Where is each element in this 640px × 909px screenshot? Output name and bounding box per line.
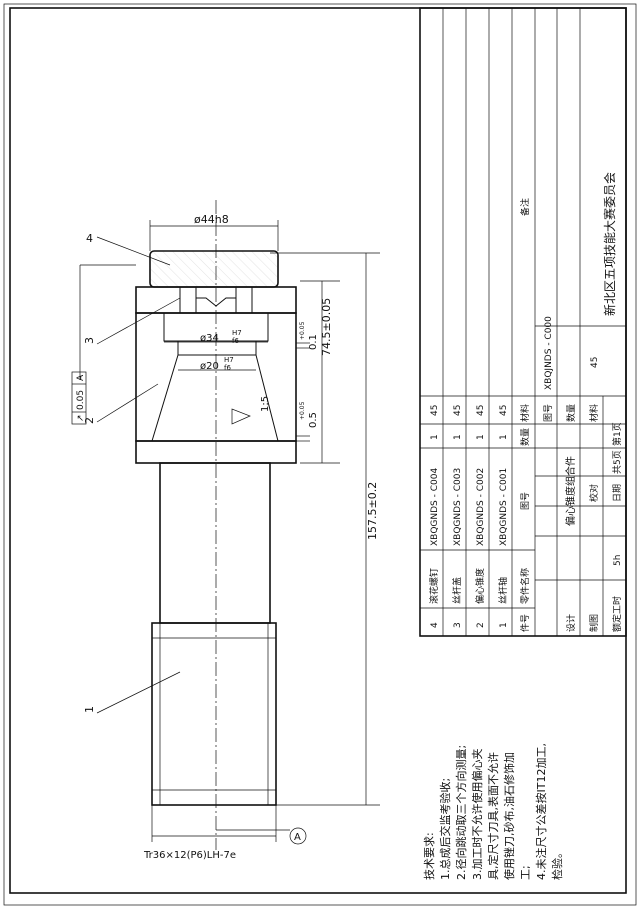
part2-body (135, 312, 297, 442)
dim-taper: 1:5 (260, 396, 271, 412)
dim-len-total: 157.5±0.2 (366, 482, 379, 540)
part4-no: 4 (430, 622, 440, 628)
part-drawing (79, 200, 380, 850)
drawing-no: XBQJNDS - C000 (544, 316, 554, 390)
tol-symbol: ↗ (76, 414, 86, 422)
part2-qty: 1 (476, 434, 486, 440)
balloon-4: 4 (86, 232, 93, 245)
note-line-8: 检验。 (550, 847, 564, 880)
balloon-1: 1 (83, 706, 96, 713)
qty-label: 数量 (565, 404, 577, 422)
part1-qty: 1 (499, 434, 509, 440)
tolerance-frame: ↗ 0.05 A (71, 371, 87, 425)
dim-bore1: ø34 (200, 333, 219, 344)
dim-bore1-h: H7 (232, 329, 242, 337)
note-line-1: 1.总成后交监考验收; (438, 778, 452, 880)
org-name: 新北区五项技能大赛委员会 (602, 172, 617, 316)
hdr-qty: 数量 (519, 428, 531, 446)
mat-value: 45 (590, 357, 600, 368)
part2-name: 偏心锥度 (474, 568, 486, 604)
part2-no: 2 (476, 622, 486, 628)
part1-name: 丝杆轴 (497, 577, 509, 604)
part1-thread (151, 622, 277, 806)
tech-notes: 技术要求: 1.总成后交监考验收; 2.径向跳动取三个方向测量; 3.加工时不允… (423, 743, 564, 880)
part4-code: XBQGNDS - C004 (430, 468, 440, 546)
inner-border (9, 7, 627, 894)
tol-value: 0.05 (76, 390, 86, 410)
assembly-name: 偏心锥度组合件 (564, 456, 577, 526)
datum-label: A (294, 832, 301, 843)
part3-name: 丝杆盖 (451, 577, 463, 604)
hdr-code: 图号 (520, 492, 531, 510)
page-number: 第1页 (611, 422, 623, 446)
part3-no: 3 (453, 622, 463, 628)
note-line-7: 4.未注尺寸公差按IT12加工, (534, 743, 548, 880)
note-line-5: 使用锉刀,砂布,油石修饰加 (502, 752, 516, 880)
note-line-6: 工; (519, 865, 532, 880)
part1-no: 1 (499, 622, 509, 628)
balloon-3: 3 (83, 337, 96, 344)
part2-code: XBQGNDS - C002 (476, 468, 486, 546)
dim-len1: 74.5±0.05 (320, 298, 333, 356)
dim-ecc2-tol: +0.05 (299, 401, 306, 420)
mat-label: 材料 (588, 404, 600, 422)
part2-mat: 45 (476, 405, 486, 416)
dim-bore2: ø20 (200, 361, 219, 372)
hdr-mat: 材料 (519, 404, 531, 422)
part1-code: XBQGNDS - C001 (499, 468, 509, 546)
part3-code: XBQGNDS - C003 (453, 468, 463, 546)
dim-ecc1: 0.1 (308, 334, 319, 350)
dim-head-dia: ø44h8 (194, 213, 229, 226)
title-block: 4 滚花螺钉 XBQGNDS - C004 1 45 3 丝杆盖 XBQGNDS… (419, 7, 627, 637)
dim-thread: Tr36×12(P6)LH-7e (143, 850, 236, 861)
hdr-name: 零件名称 (519, 568, 531, 604)
rated-time-label: 额定工时 (611, 596, 623, 632)
hdr-no: 件号 (519, 614, 531, 632)
part4-name: 滚花螺钉 (428, 568, 440, 604)
outer-border (3, 3, 637, 906)
dim-ecc2: 0.5 (308, 412, 319, 428)
dim-bore2-h: H7 (224, 356, 234, 364)
part4-qty: 1 (430, 434, 440, 440)
part4-mat: 45 (430, 405, 440, 416)
draw-label: 制图 (588, 614, 600, 632)
drawing-no-label: 图号 (543, 404, 554, 422)
part1-mat: 45 (499, 405, 509, 416)
date-label: 日期 (612, 484, 623, 502)
part1-shaft (159, 462, 271, 624)
tol-datum: A (76, 374, 86, 381)
design-label: 设计 (565, 614, 577, 632)
note-line-0: 技术要求: (423, 832, 436, 880)
dim-ecc1-tol: +0.05 (299, 321, 306, 340)
total-pages: 共5页 (612, 450, 623, 474)
balloon-2: 2 (83, 417, 96, 424)
part3-qty: 1 (453, 434, 463, 440)
hdr-remark: 备注 (519, 198, 531, 216)
note-line-2: 2.径向跳动取三个方向测量; (454, 745, 468, 880)
dim-bore1-f: f6 (232, 337, 239, 345)
part3-mat: 45 (453, 405, 463, 416)
dim-bore2-f: f6 (224, 364, 231, 372)
note-line-4: 具,定尺寸刀具,表面不允许 (486, 752, 500, 880)
note-line-3: 3.加工时不允许使用偏心夹 (470, 749, 484, 881)
check-label: 校对 (588, 484, 600, 502)
rated-time: 5h (613, 555, 623, 566)
